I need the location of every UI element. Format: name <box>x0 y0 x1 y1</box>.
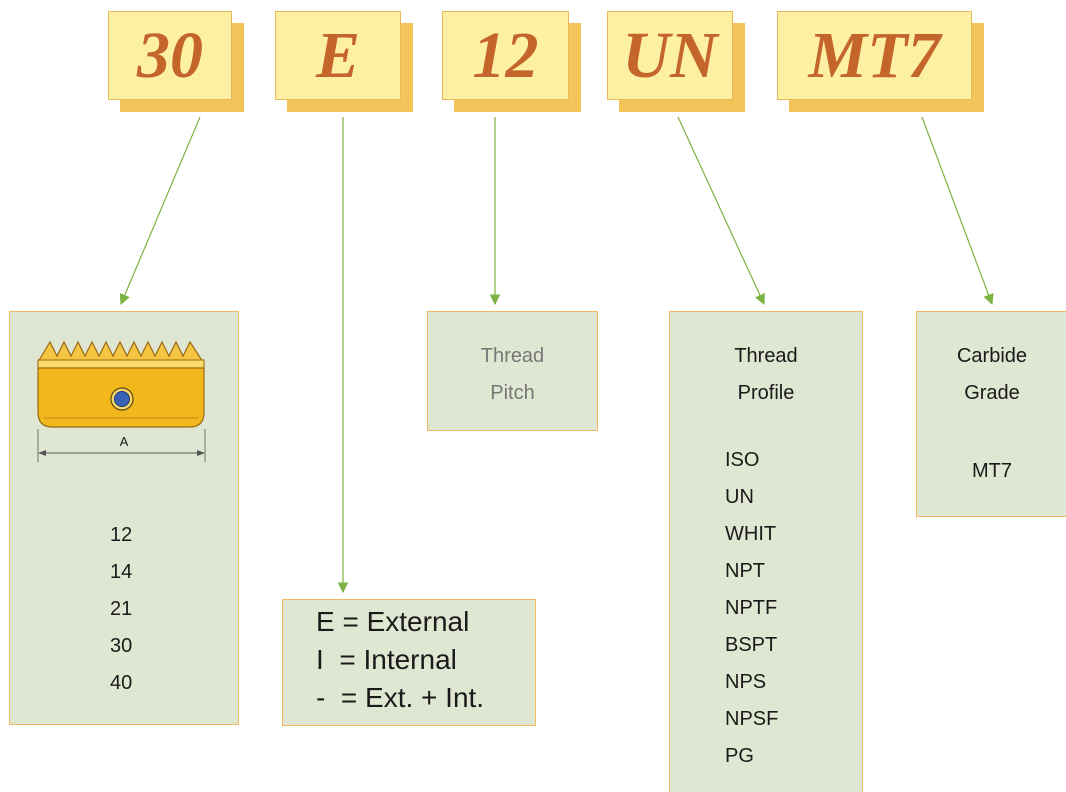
profile-iso: ISO <box>725 449 760 471</box>
profile-bspt: BSPT <box>725 634 778 656</box>
profile-nptf: NPTF <box>725 597 778 619</box>
pitch-label-line1: Thread <box>480 345 545 367</box>
profile-pg: PG <box>725 745 754 767</box>
code-profile-text: UN <box>607 11 733 100</box>
profile-label-line1: Thread <box>734 345 798 367</box>
grade-label-line1: Carbide <box>956 345 1028 367</box>
insert-size-panel: A 12 14 21 30 40 <box>9 311 239 725</box>
carbide-grade-panel: Carbide Grade MT7 <box>916 311 1066 517</box>
code-type-text: E <box>275 11 401 100</box>
type-ext-int: - = Ext. + Int. <box>316 682 485 713</box>
pitch-label-line2: Pitch <box>490 382 535 404</box>
arrow-profile <box>677 116 765 305</box>
size-21: 21 <box>110 598 133 620</box>
arrow-grade <box>921 116 994 306</box>
profile-nps: NPS <box>725 671 767 693</box>
thread-profile-panel: Thread Profile ISO UN WHIT NPT NPTF BSPT… <box>669 311 863 792</box>
arrow-size <box>119 116 201 305</box>
profile-un: UN <box>725 486 754 508</box>
code-size-text: 30 <box>108 11 232 100</box>
thread-type-panel: E = External I = Internal - = Ext. + Int… <box>282 599 536 726</box>
type-external: E = External <box>316 606 470 637</box>
type-internal: I = Internal <box>316 644 457 675</box>
size-30: 30 <box>110 635 133 657</box>
thread-pitch-panel: Thread Pitch <box>427 311 598 431</box>
dimension-label: A <box>119 434 129 449</box>
size-14: 14 <box>110 561 133 583</box>
profile-label-line2: Profile <box>737 382 795 404</box>
insert-icon <box>36 340 206 462</box>
grade-label-line2: Grade <box>964 382 1020 404</box>
profile-whit: WHIT <box>725 523 777 545</box>
size-12: 12 <box>110 524 133 546</box>
code-grade-text: MT7 <box>777 11 972 100</box>
profile-npt: NPT <box>725 560 765 582</box>
size-40: 40 <box>110 672 133 694</box>
grade-value: MT7 <box>972 460 1012 482</box>
profile-npsf: NPSF <box>725 708 779 730</box>
code-pitch-text: 12 <box>442 11 569 100</box>
